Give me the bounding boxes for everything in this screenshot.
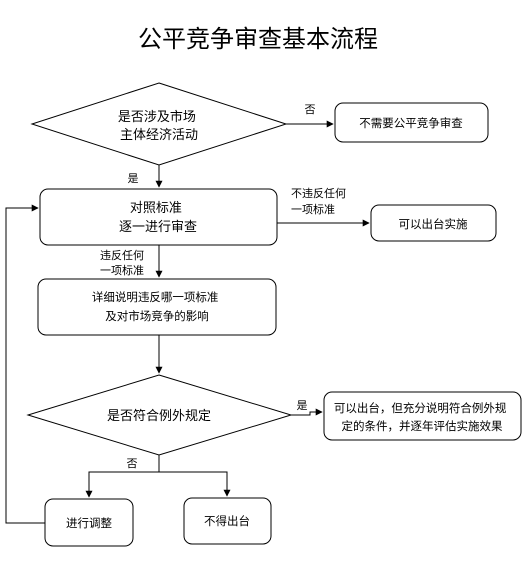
decision-exception: 是否符合例外规定 [26, 374, 293, 456]
edge-label-exception-no: 否 [127, 457, 138, 470]
node-not-issue-label: 不得出台 [204, 514, 250, 528]
decision-exception-label: 是否符合例外规定 [107, 408, 211, 424]
edge-label-market-no: 否 [305, 103, 316, 116]
edge-label-no-violation: 不违反任何 一项标准 [291, 187, 350, 216]
edge-label-violation: 违反任何 一项标准 [100, 249, 148, 277]
decision-market-activity: 是否涉及市场 主体经济活动 [30, 82, 288, 166]
node-exception-issue-line1: 可以出台，但充分说明符合例外规 [334, 401, 507, 415]
node-can-issue-label: 可以出台实施 [399, 217, 468, 231]
node-review-standards: 对照标准 逐一进行审查 [39, 188, 278, 246]
node-review-standards-label: 对照标准 逐一进行审查 [119, 201, 197, 235]
edge-label-violation-line2: 一项标准 [100, 263, 144, 277]
node-explain-violation: 详细说明违反哪一项标准 及对市场竞争的影响 [37, 278, 277, 336]
decision-market-label: 是否涉及市场 主体经济活动 [118, 109, 200, 143]
edge-exception-no-adjust [85, 471, 159, 498]
node-review-standards-line1: 对照标准 [130, 201, 182, 216]
node-not-issue: 不得出台 [183, 497, 272, 545]
node-exception-issue-line2: 定的条件，并逐年评估实施效果 [342, 419, 503, 433]
edge-label-exception-yes: 是 [297, 399, 308, 412]
edge-label-violation-line1: 违反任何 [100, 249, 144, 262]
node-adjust-label: 进行调整 [66, 516, 112, 530]
edge-exception-yes [291, 408, 323, 416]
edge-exception-no-not-issue [159, 471, 231, 497]
node-exception-issue-label: 可以出台，但充分说明符合例外规 定的条件，并逐年评估实施效果 [334, 401, 510, 433]
edge-label-no-violation-line1: 不违反任何 [291, 187, 346, 200]
decision-market-line2: 主体经济活动 [120, 128, 198, 143]
node-explain-violation-label: 详细说明违反哪一项标准 及对市场竞争的影响 [92, 290, 222, 323]
page-title: 公平竞争审查基本流程 [138, 25, 378, 53]
node-no-review-label: 不需要公平竞争审查 [359, 116, 463, 130]
node-explain-violation-line2: 及对市场竞争的影响 [105, 309, 209, 323]
decision-market-line1: 是否涉及市场 [118, 109, 196, 125]
edge-adjust-loop [5, 204, 45, 524]
node-explain-violation-line1: 详细说明违反哪一项标准 [92, 290, 219, 304]
node-exception-issue: 可以出台，但充分说明符合例外规 定的条件，并逐年评估实施效果 [323, 391, 522, 441]
node-review-standards-line2: 逐一进行审查 [119, 220, 197, 235]
edge-label-market-yes: 是 [128, 172, 139, 185]
edge-label-no-violation-line2: 一项标准 [291, 202, 335, 216]
node-no-review: 不需要公平竞争审查 [334, 102, 489, 143]
node-can-issue: 可以出台实施 [370, 204, 497, 242]
node-adjust: 进行调整 [44, 498, 134, 547]
